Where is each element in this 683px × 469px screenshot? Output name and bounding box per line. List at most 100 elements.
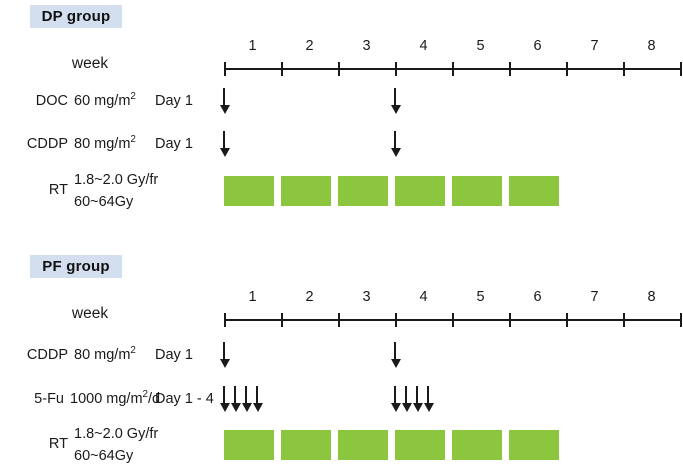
week-number-5: 5	[476, 38, 485, 54]
pf-5fu-arrow-group	[0, 386, 683, 414]
arrow-shaft	[427, 386, 430, 405]
rt-week-bar	[338, 430, 388, 460]
week-number-4: 4	[419, 289, 428, 305]
dose-arrow	[390, 342, 401, 368]
dose-arrow	[412, 386, 423, 412]
arrow-head	[219, 403, 230, 412]
axis-tick	[680, 62, 682, 76]
axis-tick	[452, 313, 454, 327]
arrow-shaft	[405, 386, 408, 405]
axis-tick	[395, 62, 397, 76]
dose-arrow	[401, 386, 412, 412]
axis-tick	[509, 313, 511, 327]
pf-5fu-schedule: Day 1 - 4	[155, 391, 214, 407]
arrow-head	[423, 403, 434, 412]
rt-week-bar	[224, 430, 274, 460]
rt-week-bar	[452, 430, 502, 460]
arrow-head	[401, 403, 412, 412]
axis-tick	[680, 313, 682, 327]
dose-arrow	[230, 386, 241, 412]
dose-arrow	[219, 131, 230, 157]
axis-tick	[281, 62, 283, 76]
arrow-head	[390, 148, 401, 157]
arrow-shaft	[245, 386, 248, 405]
rt-week-bar	[395, 430, 445, 460]
dp-rt-name: RT	[48, 182, 68, 198]
week-number-6: 6	[533, 289, 542, 305]
pf-cddp-schedule: Day 1	[155, 347, 193, 363]
axis-tick	[623, 62, 625, 76]
dp-cddp-arrow-group	[0, 131, 683, 159]
dp-week-label: week	[71, 55, 109, 72]
arrow-head	[219, 105, 230, 114]
axis-tick	[338, 313, 340, 327]
dp-doc-name: DOC	[35, 93, 68, 109]
pf-5fu-name: 5-Fu	[34, 391, 64, 407]
dp-doc-arrow-group	[0, 88, 683, 116]
axis-tick	[395, 313, 397, 327]
arrow-head	[390, 403, 401, 412]
axis-tick	[338, 62, 340, 76]
arrow-shaft	[416, 386, 419, 405]
pf-rt-dose-line1: 1.8~2.0 Gy/fr	[74, 426, 159, 442]
week-number-7: 7	[590, 289, 599, 305]
dose-arrow	[219, 386, 230, 412]
arrow-shaft	[223, 88, 226, 107]
axis-tick	[452, 62, 454, 76]
rt-week-bar	[509, 430, 559, 460]
axis-tick	[224, 313, 226, 327]
arrow-head	[390, 359, 401, 368]
arrow-head	[241, 403, 252, 412]
pf-5fu-dose: 1000 mg/m2/d	[70, 389, 161, 407]
rt-week-bar	[452, 176, 502, 206]
axis-tick	[281, 313, 283, 327]
week-number-3: 3	[362, 289, 371, 305]
pf-rt-name: RT	[48, 436, 68, 452]
pf-rt-bar-group	[0, 430, 683, 460]
arrow-head	[412, 403, 423, 412]
dp-doc-schedule: Day 1	[155, 93, 193, 109]
axis-tick	[566, 313, 568, 327]
arrow-shaft	[256, 386, 259, 405]
week-number-8: 8	[647, 38, 656, 54]
week-number-7: 7	[590, 38, 599, 54]
axis-tick	[224, 62, 226, 76]
week-number-2: 2	[305, 289, 314, 305]
arrow-shaft	[223, 342, 226, 361]
rt-week-bar	[509, 176, 559, 206]
pf-cddp-arrow-group	[0, 342, 683, 370]
week-number-3: 3	[362, 38, 371, 54]
week-number-1: 1	[248, 289, 257, 305]
pf-cddp-name: CDDP	[26, 347, 68, 363]
arrow-shaft	[394, 342, 397, 361]
rt-week-bar	[281, 176, 331, 206]
arrow-shaft	[394, 386, 397, 405]
dose-arrow	[252, 386, 263, 412]
dp-rt-dose-line1: 1.8~2.0 Gy/fr	[74, 172, 159, 188]
rt-week-bar	[395, 176, 445, 206]
arrow-shaft	[394, 131, 397, 150]
dp-doc-dose: 60 mg/m2	[74, 91, 136, 109]
week-number-1: 1	[248, 38, 257, 54]
axis-tick	[566, 62, 568, 76]
arrow-head	[219, 148, 230, 157]
arrow-head	[219, 359, 230, 368]
arrow-head	[252, 403, 263, 412]
dp-cddp-dose: 80 mg/m2	[74, 134, 136, 152]
arrow-shaft	[394, 88, 397, 107]
dose-arrow	[219, 342, 230, 368]
arrow-head	[390, 105, 401, 114]
dose-arrow	[219, 88, 230, 114]
dose-arrow	[390, 88, 401, 114]
dose-arrow	[390, 386, 401, 412]
week-number-4: 4	[419, 38, 428, 54]
pf-cddp-dose: 80 mg/m2	[74, 345, 136, 363]
dose-arrow	[423, 386, 434, 412]
arrow-head	[230, 403, 241, 412]
rt-week-bar	[224, 176, 274, 206]
week-number-6: 6	[533, 38, 542, 54]
